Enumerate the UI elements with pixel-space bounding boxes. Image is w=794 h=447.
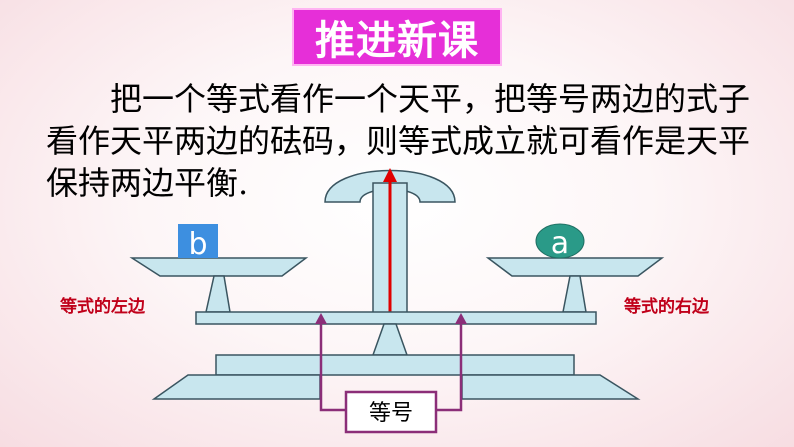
equal-sign-box (344, 390, 438, 434)
right-pan (485, 257, 665, 277)
right-side-label: 等式的右边 (624, 297, 709, 317)
scale-beam (195, 311, 597, 325)
left-pan (129, 257, 309, 277)
equal-bracket-right-arrow (455, 313, 467, 324)
equal-sign-label: 等号 (369, 401, 413, 426)
weight-b-block (178, 224, 218, 258)
equal-bracket-left-arrow (315, 313, 327, 324)
left-side-label: 等式的左边 (60, 297, 145, 317)
right-pan-support (562, 275, 587, 313)
left-pan-support (205, 275, 231, 313)
paragraph-line-3: 保持两边平衡. (46, 164, 249, 202)
base-lower-left (151, 374, 321, 400)
weight-a-ball (535, 223, 585, 259)
title-banner: 推进新课 (292, 8, 502, 66)
equal-bracket-right (436, 322, 463, 412)
intro-paragraph: 把一个等式看作一个天平，把等号两边的式子 看作天平两边的砝码，则等式成立就可看作… (46, 78, 766, 204)
beam-stand (371, 323, 409, 356)
pointer-arrowhead (383, 168, 397, 182)
page-title: 推进新课 (315, 18, 479, 64)
base-upper (215, 354, 575, 376)
paragraph-line-2: 看作天平两边的砝码，则等式成立就可看作是天平 (46, 122, 751, 160)
weight-b-label: b (188, 227, 207, 262)
weight-a-label: a (551, 226, 569, 261)
equal-bracket-left (319, 322, 346, 412)
base-lower-right (461, 374, 641, 400)
paragraph-line-1: 把一个等式看作一个天平，把等号两边的式子 (110, 80, 751, 118)
